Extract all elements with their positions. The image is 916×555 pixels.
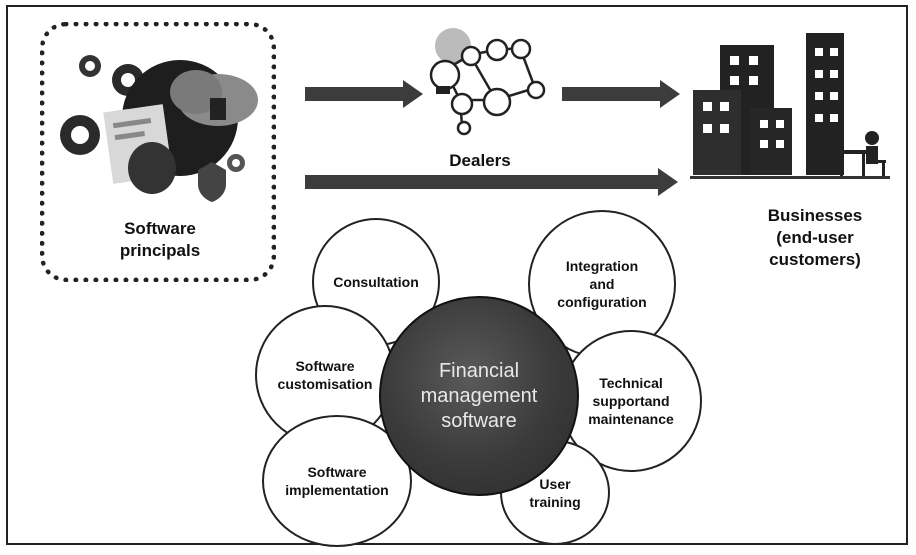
service-software-implementation: Software implementation [262,415,412,547]
service-implementation-label: Software implementation [285,464,389,498]
core-label: Financial management software [420,359,538,432]
software-principals-label: Software principals [119,219,201,260]
service-technical-label: Technical supportand maintenance [588,375,674,427]
arrow-dealers-to-businesses [562,80,680,108]
dealers-label: Dealers [449,151,511,170]
service-training-label: User training [529,475,581,510]
service-consultation-label: Consultation [333,274,419,290]
financial-management-software-core: Financial management software [379,296,579,496]
businesses-label: Businesses (end-user customers) [767,206,863,269]
network-people-icon [429,28,546,136]
service-integration-label: Integration and configuration [557,258,647,310]
software-principals-box [40,22,276,282]
arrow-principals-to-dealers [305,80,423,108]
office-buildings-icon [690,33,890,179]
software-cloud-gears-icon [60,55,258,202]
arrow-principals-to-businesses [305,168,678,196]
service-customisation-label: Software customisation [277,358,373,392]
